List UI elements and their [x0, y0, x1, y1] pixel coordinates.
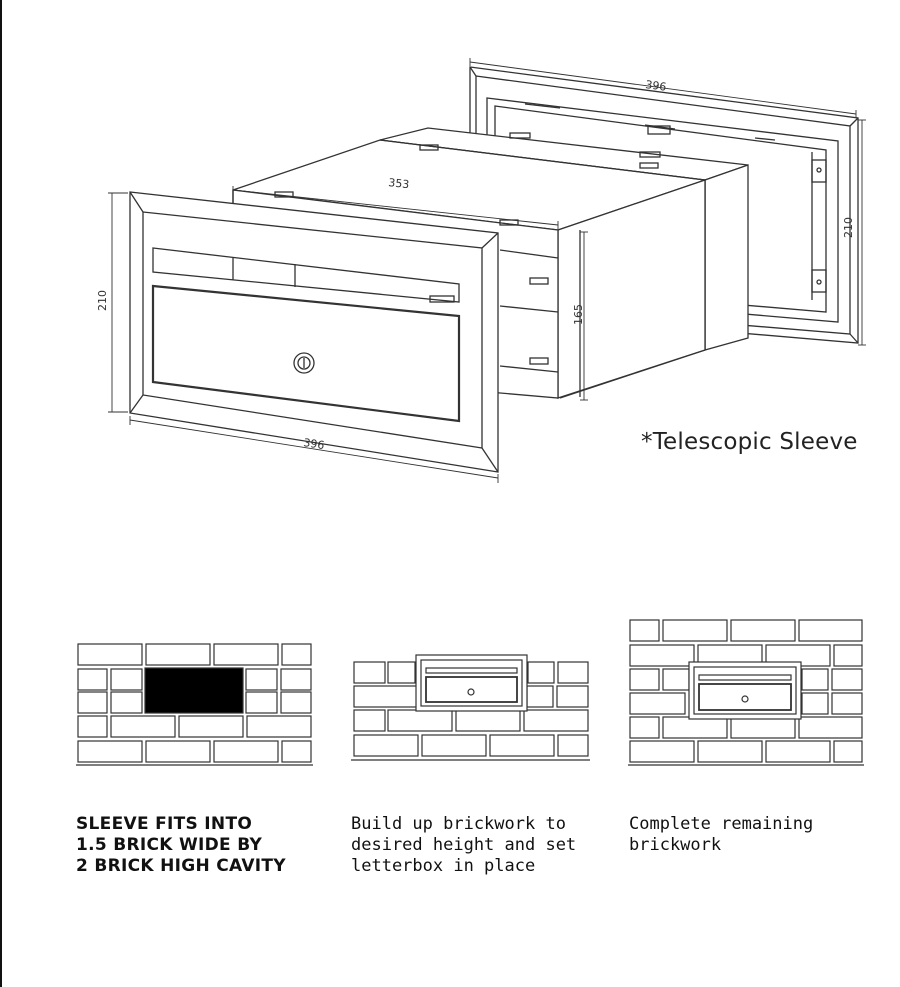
step-1-line-2: 1.5 BRICK WIDE BY — [76, 835, 263, 855]
front-dimension-lines — [108, 192, 499, 483]
brickwork-step-1 — [76, 643, 313, 766]
sleeve-height-label: 165 — [572, 304, 585, 325]
step-1-caption: SLEEVE FITS INTO 1.5 BRICK WIDE BY 2 BRI… — [76, 814, 316, 877]
step-2-line-3: letterbox in place — [351, 856, 536, 876]
brickwork-step-3 — [628, 619, 864, 766]
sleeve-dimension-lines — [232, 186, 588, 401]
sleeve-depth-label: 353 — [388, 176, 410, 191]
front-height-label: 210 — [96, 290, 109, 311]
front-width-label: 396 — [303, 436, 326, 452]
step-3-line-2: brickwork — [629, 835, 722, 855]
back-dimension-lines — [469, 58, 866, 346]
step-2-caption: Build up brickwork to desired height and… — [351, 814, 591, 877]
brick-cavity — [144, 667, 244, 714]
step-2-line-2: desired height and set — [351, 835, 577, 855]
step-3-caption: Complete remaining brickwork — [629, 814, 869, 856]
brickwork-step-2 — [351, 654, 590, 761]
telescopic-sleeve-note: *Telescopic Sleeve — [641, 429, 858, 455]
back-height-label: 210 — [842, 217, 855, 238]
left-border-line — [0, 0, 2, 987]
step-2-line-1: Build up brickwork to — [351, 814, 566, 834]
step-1-line-1: SLEEVE FITS INTO — [76, 814, 253, 834]
step-3-line-1: Complete remaining — [629, 814, 814, 834]
front-face-plate — [129, 191, 499, 473]
step-1-line-3: 2 BRICK HIGH CAVITY — [76, 856, 286, 876]
back-width-label: 396 — [645, 78, 668, 94]
